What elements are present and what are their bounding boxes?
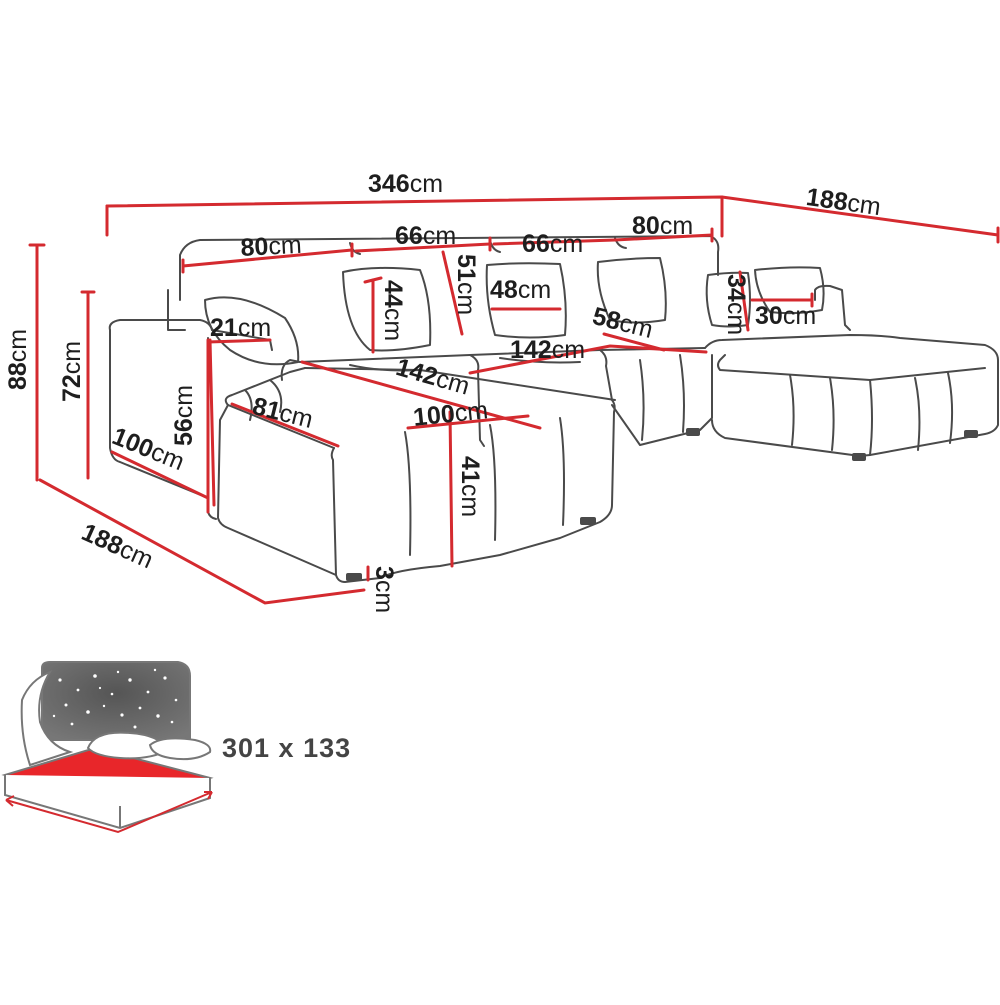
unit: cm (409, 170, 444, 198)
value: 3 (370, 566, 398, 580)
label-leg-height: 3cm (370, 566, 398, 614)
label-pillow-height-2: 51cm (452, 254, 480, 316)
unit: cm (782, 302, 817, 330)
label-small-pillow-height: 34cm (722, 274, 750, 336)
bed-size-label: 301 x 133 (222, 733, 352, 763)
unit: cm (453, 396, 490, 428)
bed-icon (1, 661, 214, 834)
unit: cm (379, 307, 407, 342)
unit: cm (422, 222, 457, 250)
unit: cm (659, 212, 694, 240)
unit: cm (845, 188, 883, 222)
unit: cm (551, 336, 586, 364)
value: 100 (411, 399, 457, 432)
label-total-height: 88cm (4, 328, 32, 390)
label-back-cushion-2: 66cm (395, 224, 456, 249)
unit: cm (58, 340, 86, 375)
value: 88 (4, 362, 32, 390)
label-back-cushion-3: 66cm (522, 232, 583, 257)
unit: cm (4, 328, 32, 363)
value: 66 (395, 222, 423, 250)
label-seat-width-2: 142cm (510, 338, 585, 363)
sofa-feet (346, 428, 978, 581)
label-pillow-height-1: 44cm (379, 280, 407, 342)
unit: cm (170, 384, 198, 419)
label-total-width: 346cm (368, 172, 443, 197)
value: 44 (379, 280, 407, 308)
value: 66 (522, 230, 550, 258)
dimension-lines (28, 195, 1000, 605)
label-back-height: 72cm (58, 340, 86, 402)
value: 80 (239, 232, 270, 262)
unit: cm (549, 230, 584, 258)
value: 21 (210, 314, 238, 342)
unit: cm (370, 579, 398, 614)
value: 48 (490, 276, 518, 304)
stars-pattern (52, 668, 178, 729)
unit: cm (267, 230, 303, 261)
unit: cm (456, 483, 484, 518)
value: 346 (368, 170, 410, 198)
value: 30 (755, 302, 783, 330)
value: 41 (456, 456, 484, 484)
value: 80 (632, 212, 660, 240)
value: 56 (170, 418, 198, 446)
unit: cm (517, 276, 552, 304)
unit: cm (722, 301, 750, 336)
value: 142 (510, 336, 552, 364)
value: 34 (722, 274, 750, 302)
label-armrest-height: 56cm (170, 384, 198, 446)
label-seat-height: 41cm (456, 456, 484, 518)
label-small-pillow-width: 30cm (755, 304, 816, 329)
unit: cm (452, 281, 480, 316)
label-armrest-width: 21cm (210, 316, 271, 341)
value: 51 (452, 254, 480, 282)
label-back-cushion-1: 80cm (239, 230, 303, 262)
unit: cm (237, 314, 272, 342)
value: 72 (58, 374, 86, 402)
sofa-outline (108, 235, 999, 583)
label-pillow-width: 48cm (490, 278, 551, 303)
value: 188 (804, 183, 850, 217)
label-back-cushion-4: 80cm (632, 214, 693, 239)
